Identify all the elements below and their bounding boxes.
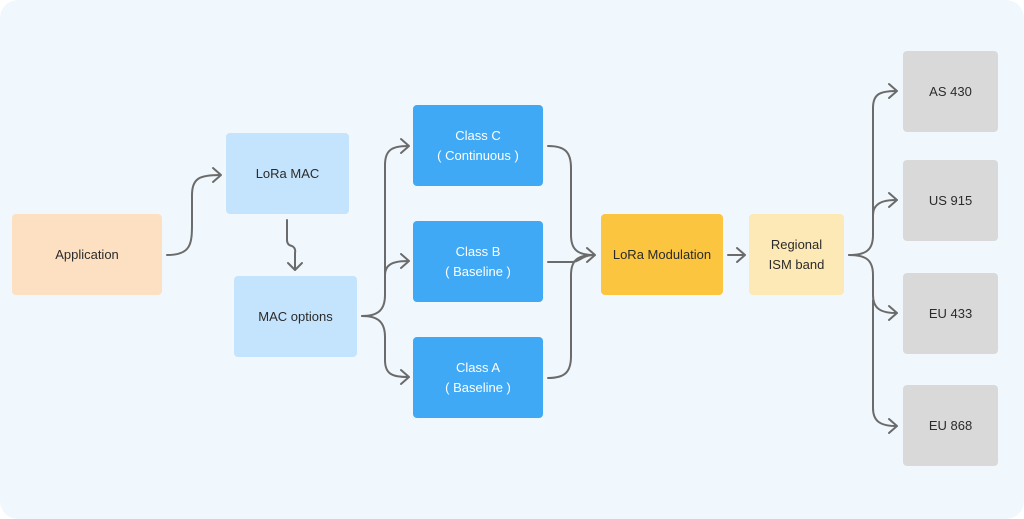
edge-ism-to-eu433 [848,254,897,314]
node-label: EU 433 [928,305,973,321]
edge-mac-options-to-class-a [361,315,409,378]
arrowhead [586,247,596,263]
node-label: Class A [455,359,501,375]
edge-lora-mac-to-mac-options [286,219,297,271]
node-label: Regional [770,236,823,252]
node-application: Application [12,214,162,295]
node-sublabel: ISM band [768,256,825,272]
edge-class-c-to-modulation [547,145,595,256]
edge-ism-to-us915 [872,199,897,216]
node-label: Class B [455,243,501,259]
node-region-us915: US 915 [903,160,998,241]
node-label: Application [55,246,119,262]
node-region-eu868: EU 868 [903,385,998,466]
node-class-c: Class C ( Continuous ) [413,105,543,186]
edge-application-to-lora-mac [166,174,221,256]
node-region-eu433: EU 433 [903,273,998,354]
node-class-a: Class A ( Baseline ) [413,337,543,418]
node-sublabel: ( Baseline ) [445,379,511,395]
node-label: Class C [455,127,501,143]
edge-mac-options-to-class-b [384,260,409,276]
edge-mac-options-to-class-c [361,145,409,317]
arrowhead [736,247,746,263]
arrowhead [888,418,898,434]
node-label: AS 430 [929,83,972,99]
edge-ism-to-eu868 [872,299,897,427]
edge-class-a-to-modulation [547,254,595,379]
arrowhead [287,262,303,271]
node-lora-mac: LoRa MAC [226,133,349,214]
node-label: LoRa MAC [255,165,320,181]
node-sublabel: ( Continuous ) [437,147,519,163]
node-label: MAC options [258,308,333,324]
arrowhead [212,167,222,183]
edge-ism-to-as430 [848,90,897,256]
node-label: EU 868 [928,417,973,433]
arrowhead [888,192,898,208]
arrowhead [400,253,410,269]
arrowhead [400,138,410,154]
node-regional-ism-band: Regional ISM band [749,214,844,295]
arrowhead [888,83,898,99]
arrowhead [888,305,898,321]
node-region-as430: AS 430 [903,51,998,132]
node-class-b: Class B ( Baseline ) [413,221,543,302]
node-lora-modulation: LoRa Modulation [601,214,723,295]
node-label: US 915 [928,192,973,208]
node-label: LoRa Modulation [612,246,712,262]
node-mac-options: MAC options [234,276,357,357]
arrowhead [400,369,410,385]
node-sublabel: ( Baseline ) [445,263,511,279]
